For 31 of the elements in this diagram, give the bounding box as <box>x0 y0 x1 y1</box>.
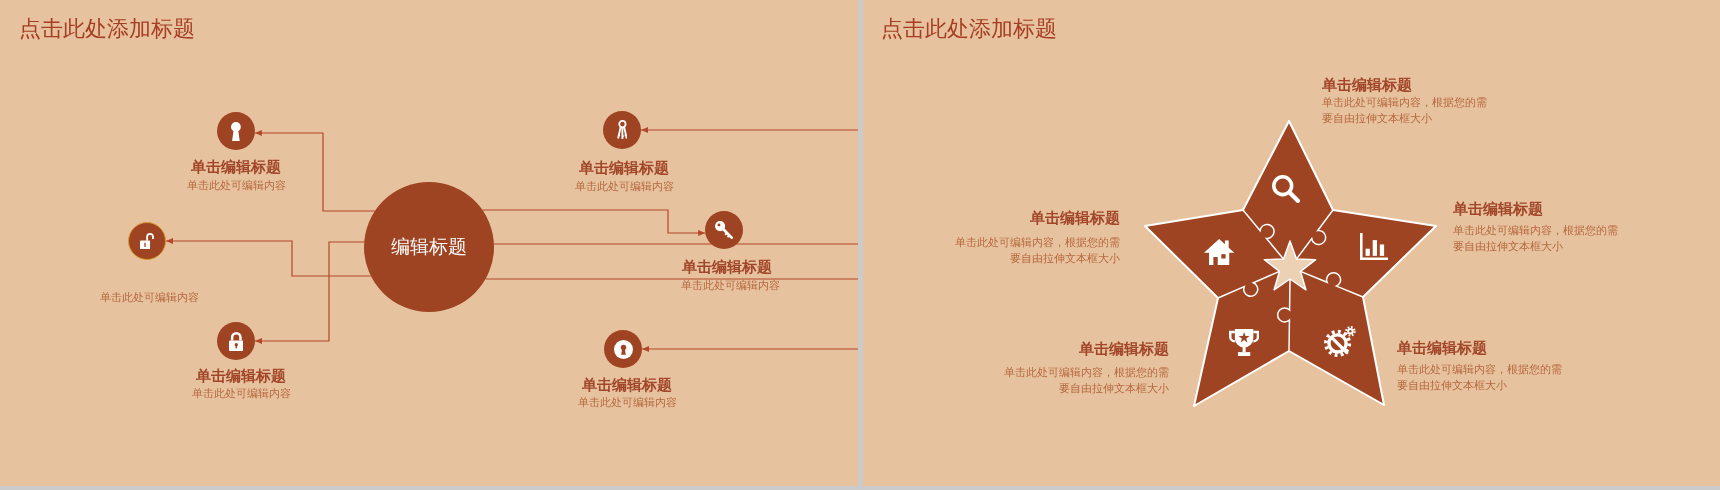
item-description: 单击此处可编辑内容，根据您的需要自由拉伸文本框大小 <box>954 235 1120 267</box>
item-heading: 单击编辑标题 <box>1030 209 1120 227</box>
item-heading: 单击编辑标题 <box>1322 76 1412 94</box>
item-heading: 单击编辑标题 <box>682 258 772 276</box>
connector-line <box>485 278 859 280</box>
arrow <box>640 127 859 133</box>
item-description: 单击此处可编辑内容，根据您的需要自由拉伸文本框大小 <box>1453 223 1619 255</box>
item-description: 单击此处可编辑内容 <box>680 278 780 294</box>
item-heading: 单击编辑标题 <box>1397 339 1487 357</box>
arrow <box>254 130 376 212</box>
item-description: 单击此处可编辑内容 <box>191 386 291 402</box>
slide-title: 点击此处添加标题 <box>19 16 195 42</box>
item-description: 单击此处可编辑内容 <box>99 290 199 306</box>
item-heading: 单击编辑标题 <box>1453 200 1543 218</box>
item-description: 单击此处可编辑内容 <box>577 395 677 411</box>
item-description: 单击此处可编辑内容，根据您的需要自由拉伸文本框大小 <box>1397 362 1563 394</box>
arrow <box>165 238 372 277</box>
item-heading: 单击编辑标题 <box>191 158 281 176</box>
item-description: 单击此处可编辑内容 <box>186 178 286 194</box>
arrow <box>641 346 859 352</box>
item-description: 单击此处可编辑内容 <box>574 179 674 195</box>
item-heading: 单击编辑标题 <box>582 376 672 394</box>
item-heading: 单击编辑标题 <box>579 159 669 177</box>
connector-line <box>493 243 859 245</box>
item-description: 单击此处可编辑内容，根据您的需要自由拉伸文本框大小 <box>1322 95 1488 127</box>
item-heading: 单击编辑标题 <box>196 367 286 385</box>
slide-title: 点击此处添加标题 <box>881 16 1057 42</box>
item-description: 单击此处可编辑内容，根据您的需要自由拉伸文本框大小 <box>1003 365 1169 397</box>
item-heading: 单击编辑标题 <box>1079 340 1169 358</box>
arrow <box>254 241 365 344</box>
arrow <box>481 209 706 236</box>
